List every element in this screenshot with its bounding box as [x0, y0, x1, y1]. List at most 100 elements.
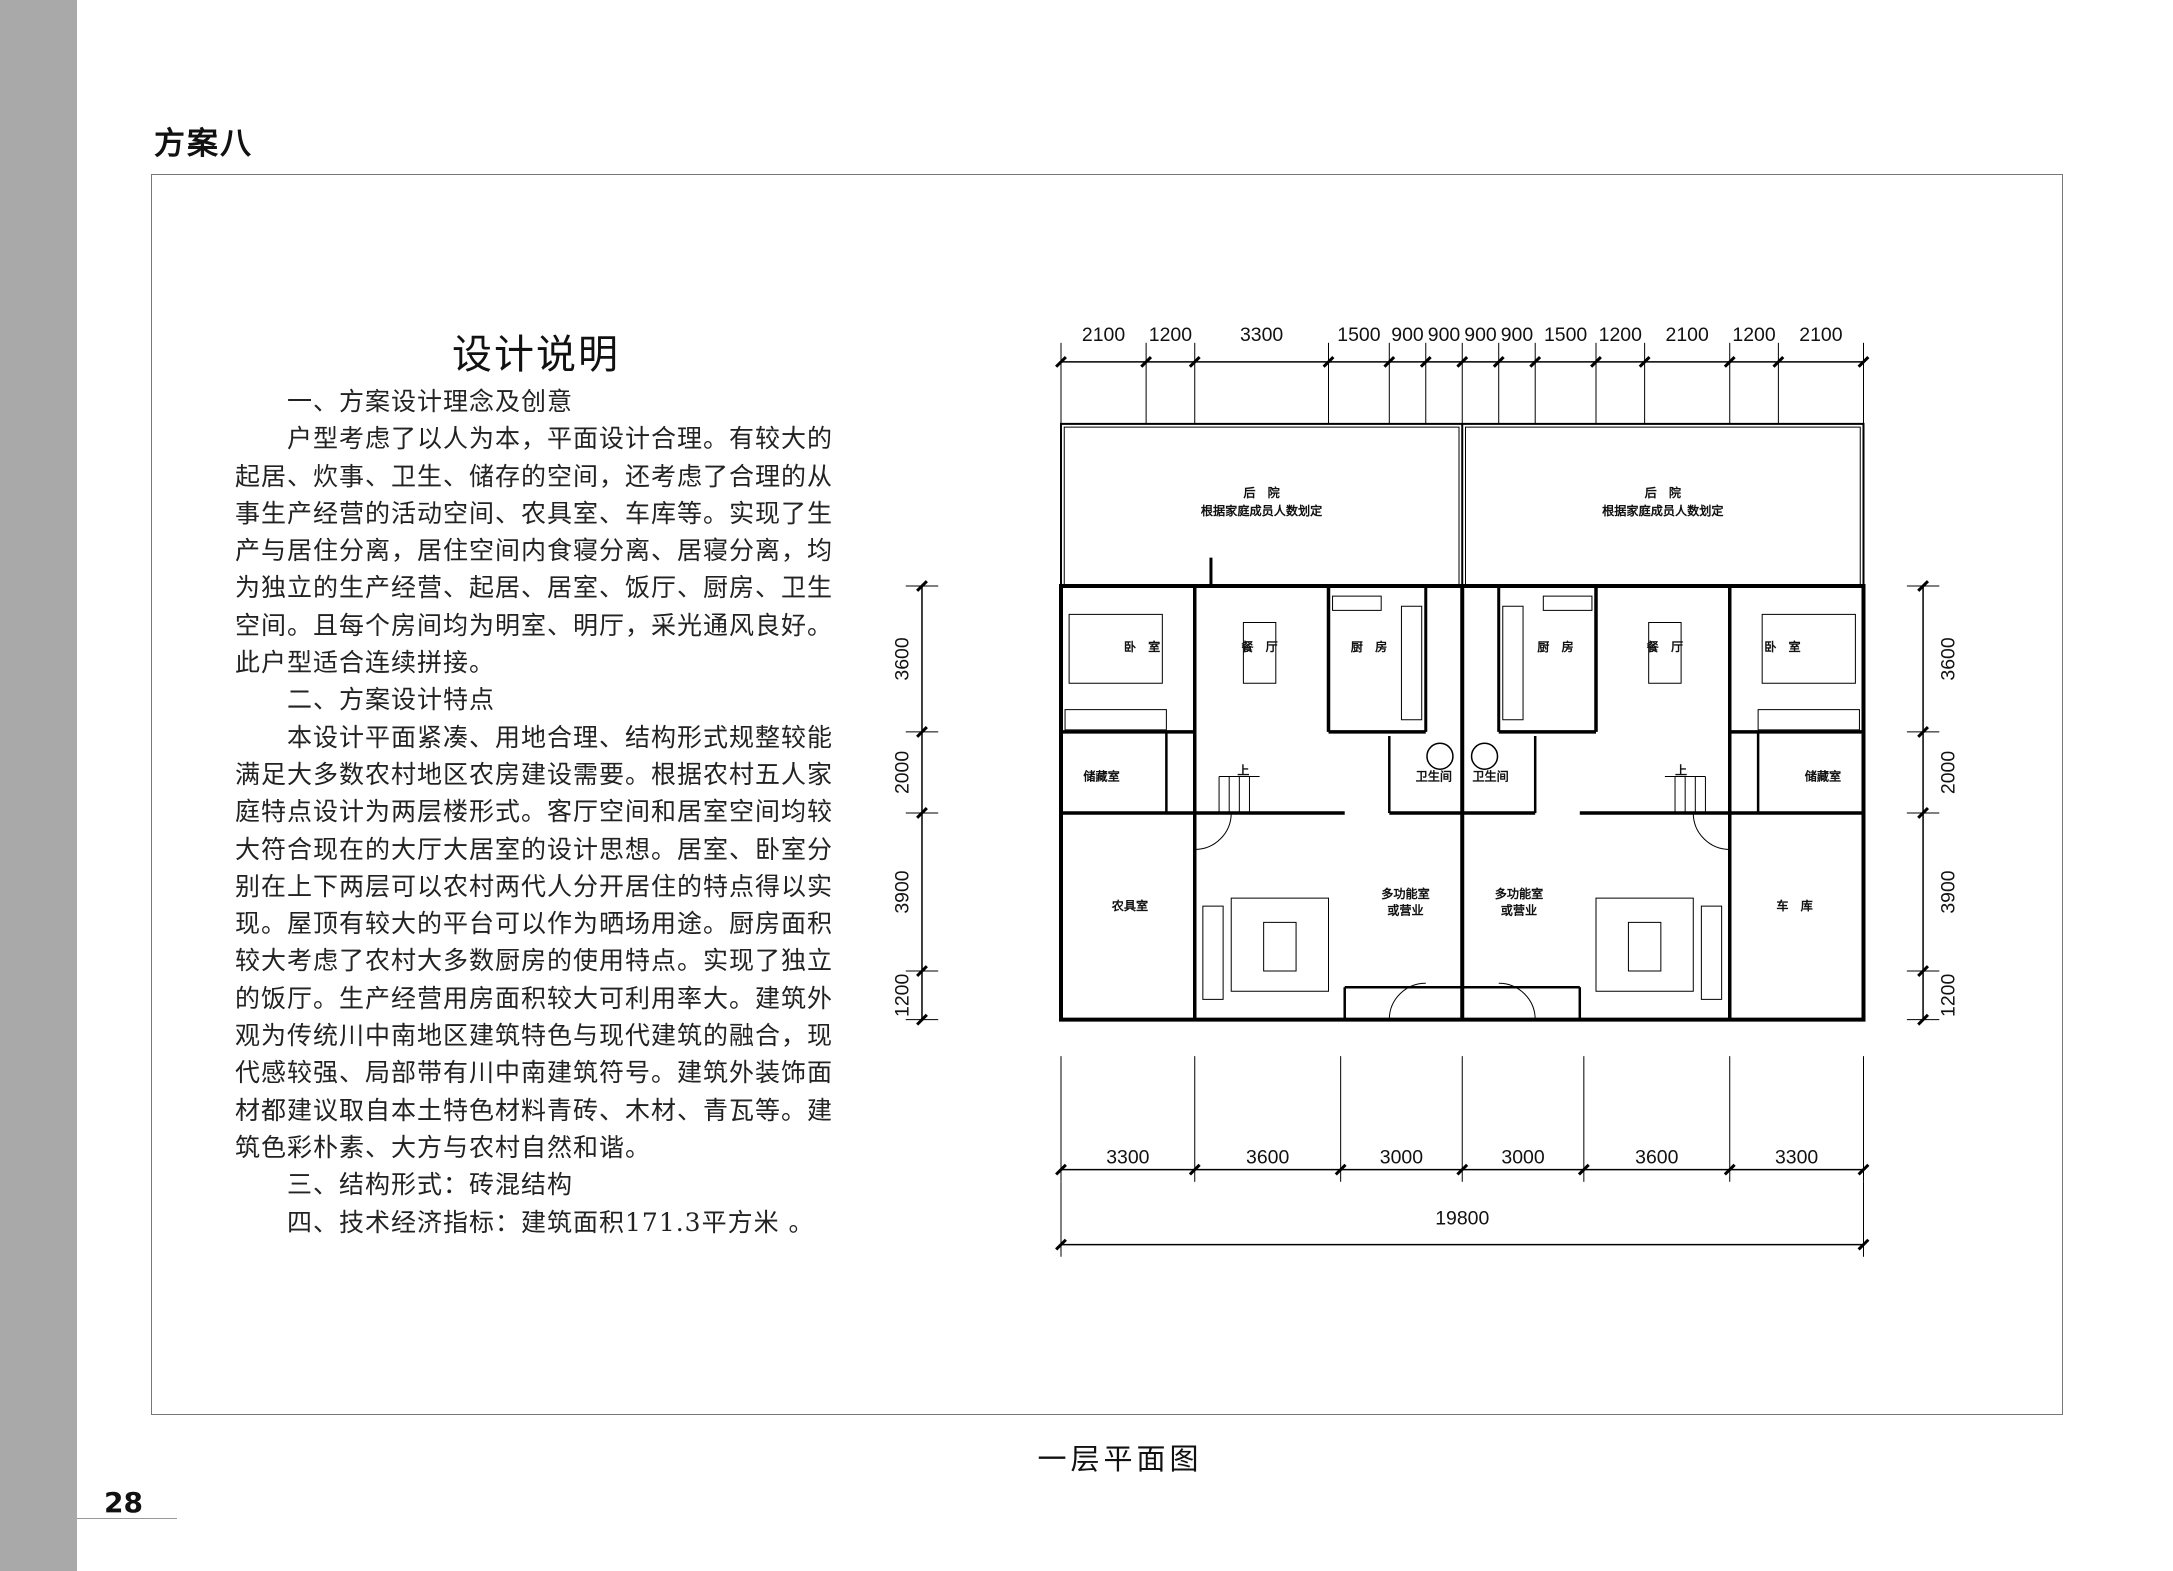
label-bedroom: 卧 室	[1124, 639, 1160, 654]
description-line: 别在上下两层可以农村两代人分开居住的特点得以实	[235, 871, 834, 901]
dimension-label-top: 1200	[1599, 324, 1642, 346]
kitchen-counter	[1503, 606, 1523, 719]
kitchen-stove	[1543, 596, 1592, 610]
dimension-label-top: 900	[1391, 324, 1424, 346]
dimension-label-top: 900	[1428, 324, 1461, 346]
description-line: 此户型适合连续拼接。	[235, 648, 496, 678]
coffee-table	[1264, 922, 1296, 971]
dimension-label-top: 1200	[1149, 324, 1192, 346]
drawing-caption: 一层平面图	[1037, 1442, 1203, 1476]
dimension-tick-mark	[917, 727, 927, 737]
door-arc	[1693, 813, 1729, 849]
dimension-tick-mark	[1859, 1240, 1869, 1250]
dimension-label-top: 900	[1501, 324, 1534, 346]
dimension-label-bottom: 3600	[1635, 1147, 1678, 1169]
dimension-label-side: 3900	[1938, 870, 1960, 913]
dimension-tick-mark	[1774, 357, 1784, 367]
dimension-label-side: 3900	[892, 870, 914, 913]
dimension-tick-mark	[1056, 357, 1066, 367]
dimension-label-top: 1500	[1337, 324, 1380, 346]
dimension-label-side: 2000	[1938, 751, 1960, 794]
label-multifunction-room-business: 或营业	[1501, 902, 1537, 917]
page-number: 28	[104, 1486, 143, 1519]
label-backyard-note: 根据家庭成员人数划定	[1602, 503, 1724, 518]
label-backyard: 后 院	[1645, 485, 1681, 500]
description-line: 的饭厅。生产经营用房面积较大可利用率大。建筑外	[235, 983, 834, 1013]
description-line: 三、结构形式：砖混结构	[287, 1170, 574, 1200]
dimension-label-top: 3300	[1240, 324, 1283, 346]
description-line: 一、方案设计理念及创意	[287, 387, 574, 416]
description-line: 庭特点设计为两层楼形式。客厅空间和居室空间均较	[235, 797, 834, 827]
description-title: 设计说明	[452, 332, 620, 378]
description-line: 为独立的生产经营、起居、居室、饭厅、厨房、卫生	[235, 573, 834, 603]
living-sofa-area	[1231, 898, 1328, 991]
label-multifunction-room: 多功能室	[1495, 886, 1544, 901]
dimension-tick-mark	[1918, 808, 1928, 818]
dimension-tick-mark	[917, 808, 927, 818]
dimension-tick-mark	[1640, 357, 1650, 367]
tv-cabinet	[1701, 906, 1721, 999]
dimension-tick-mark	[1530, 357, 1540, 367]
description-line: 户型考虑了以人为本，平面设计合理。有较大的	[287, 424, 834, 454]
dimension-tick-mark	[1457, 357, 1467, 367]
dimension-tick-mark	[1324, 357, 1334, 367]
dimension-label-top: 2100	[1666, 324, 1709, 346]
dimension-label-side: 1200	[1938, 974, 1960, 1017]
toilet	[1427, 743, 1453, 769]
label-storage-room: 储藏室	[1083, 769, 1119, 784]
dimension-label-bottom: 3600	[1246, 1147, 1289, 1169]
label-multifunction-room: 多功能室	[1381, 886, 1430, 901]
dimension-tick-mark	[1056, 1240, 1066, 1250]
dimension-tick-mark	[1725, 1165, 1735, 1175]
scheme-title: 方案八	[154, 126, 253, 162]
label-kitchen: 厨 房	[1537, 639, 1573, 654]
description-line: 四、技术经济指标：建筑面积171.3平方米 。	[287, 1207, 815, 1237]
coffee-table	[1628, 922, 1660, 971]
dimension-label-top: 1500	[1544, 324, 1587, 346]
dimension-label-bottom: 3000	[1501, 1147, 1544, 1169]
bed	[1069, 614, 1162, 683]
dimension-tick-mark	[1457, 1165, 1467, 1175]
label-backyard: 后 院	[1243, 485, 1279, 500]
description-line: 材都建议取自本土特色材料青砖、木材、青瓦等。建	[235, 1095, 834, 1125]
page-side-band	[0, 0, 77, 1571]
entrance-door-arc	[1389, 983, 1425, 1019]
description-line: 筑色彩朴素、大方与农村自然和谐。	[235, 1132, 652, 1162]
dimension-tick-mark	[1725, 357, 1735, 367]
dimension-tick-mark	[917, 1015, 927, 1025]
dimension-label-side: 3600	[892, 637, 914, 680]
dimension-tick-mark	[1859, 1165, 1869, 1175]
description-line: 观为传统川中南地区建筑特色与现代建筑的融合，现	[235, 1021, 834, 1051]
dimension-label-side: 1200	[892, 974, 914, 1017]
description-line: 现。屋顶有较大的平台可以作为晒场用途。厨房面积	[235, 909, 834, 939]
label-tool-room: 农具室	[1111, 898, 1148, 913]
dimension-tick-mark	[1421, 357, 1431, 367]
description-line: 空间。且每个房间均为明室、明厅，采光通风良好。	[235, 610, 834, 640]
description-line: 较大考虑了农村大多数厨房的使用特点。实现了独立	[235, 946, 834, 976]
dimension-label-bottom: 3000	[1380, 1147, 1423, 1169]
label-garage: 车 库	[1776, 898, 1812, 913]
dining-table	[1243, 622, 1275, 683]
dimension-tick-mark	[1918, 581, 1928, 591]
label-stair-up: 上	[1675, 762, 1687, 777]
dimension-tick-mark	[1190, 357, 1200, 367]
tv-cabinet	[1203, 906, 1223, 999]
description-line: 起居、炊事、卫生、储存的空间，还考虑了合理的从	[235, 461, 834, 491]
living-sofa-area	[1596, 898, 1693, 991]
dimension-tick-mark	[1579, 1165, 1589, 1175]
dimension-tick-mark	[1056, 1165, 1066, 1175]
dimension-tick-mark	[1918, 727, 1928, 737]
kitchen-stove	[1333, 596, 1382, 610]
description-line: 二、方案设计特点	[287, 685, 496, 715]
dimension-tick-mark	[1918, 1015, 1928, 1025]
dimension-label-top: 2100	[1799, 324, 1842, 346]
dimension-tick-mark	[1859, 357, 1869, 367]
content-frame	[151, 174, 2063, 1415]
dimension-tick-mark	[917, 581, 927, 591]
label-bedroom: 卧 室	[1764, 639, 1800, 654]
dimension-tick-mark	[1190, 1165, 1200, 1175]
wardrobe	[1758, 710, 1859, 730]
toilet	[1472, 743, 1498, 769]
entrance-door-arc	[1499, 983, 1535, 1019]
